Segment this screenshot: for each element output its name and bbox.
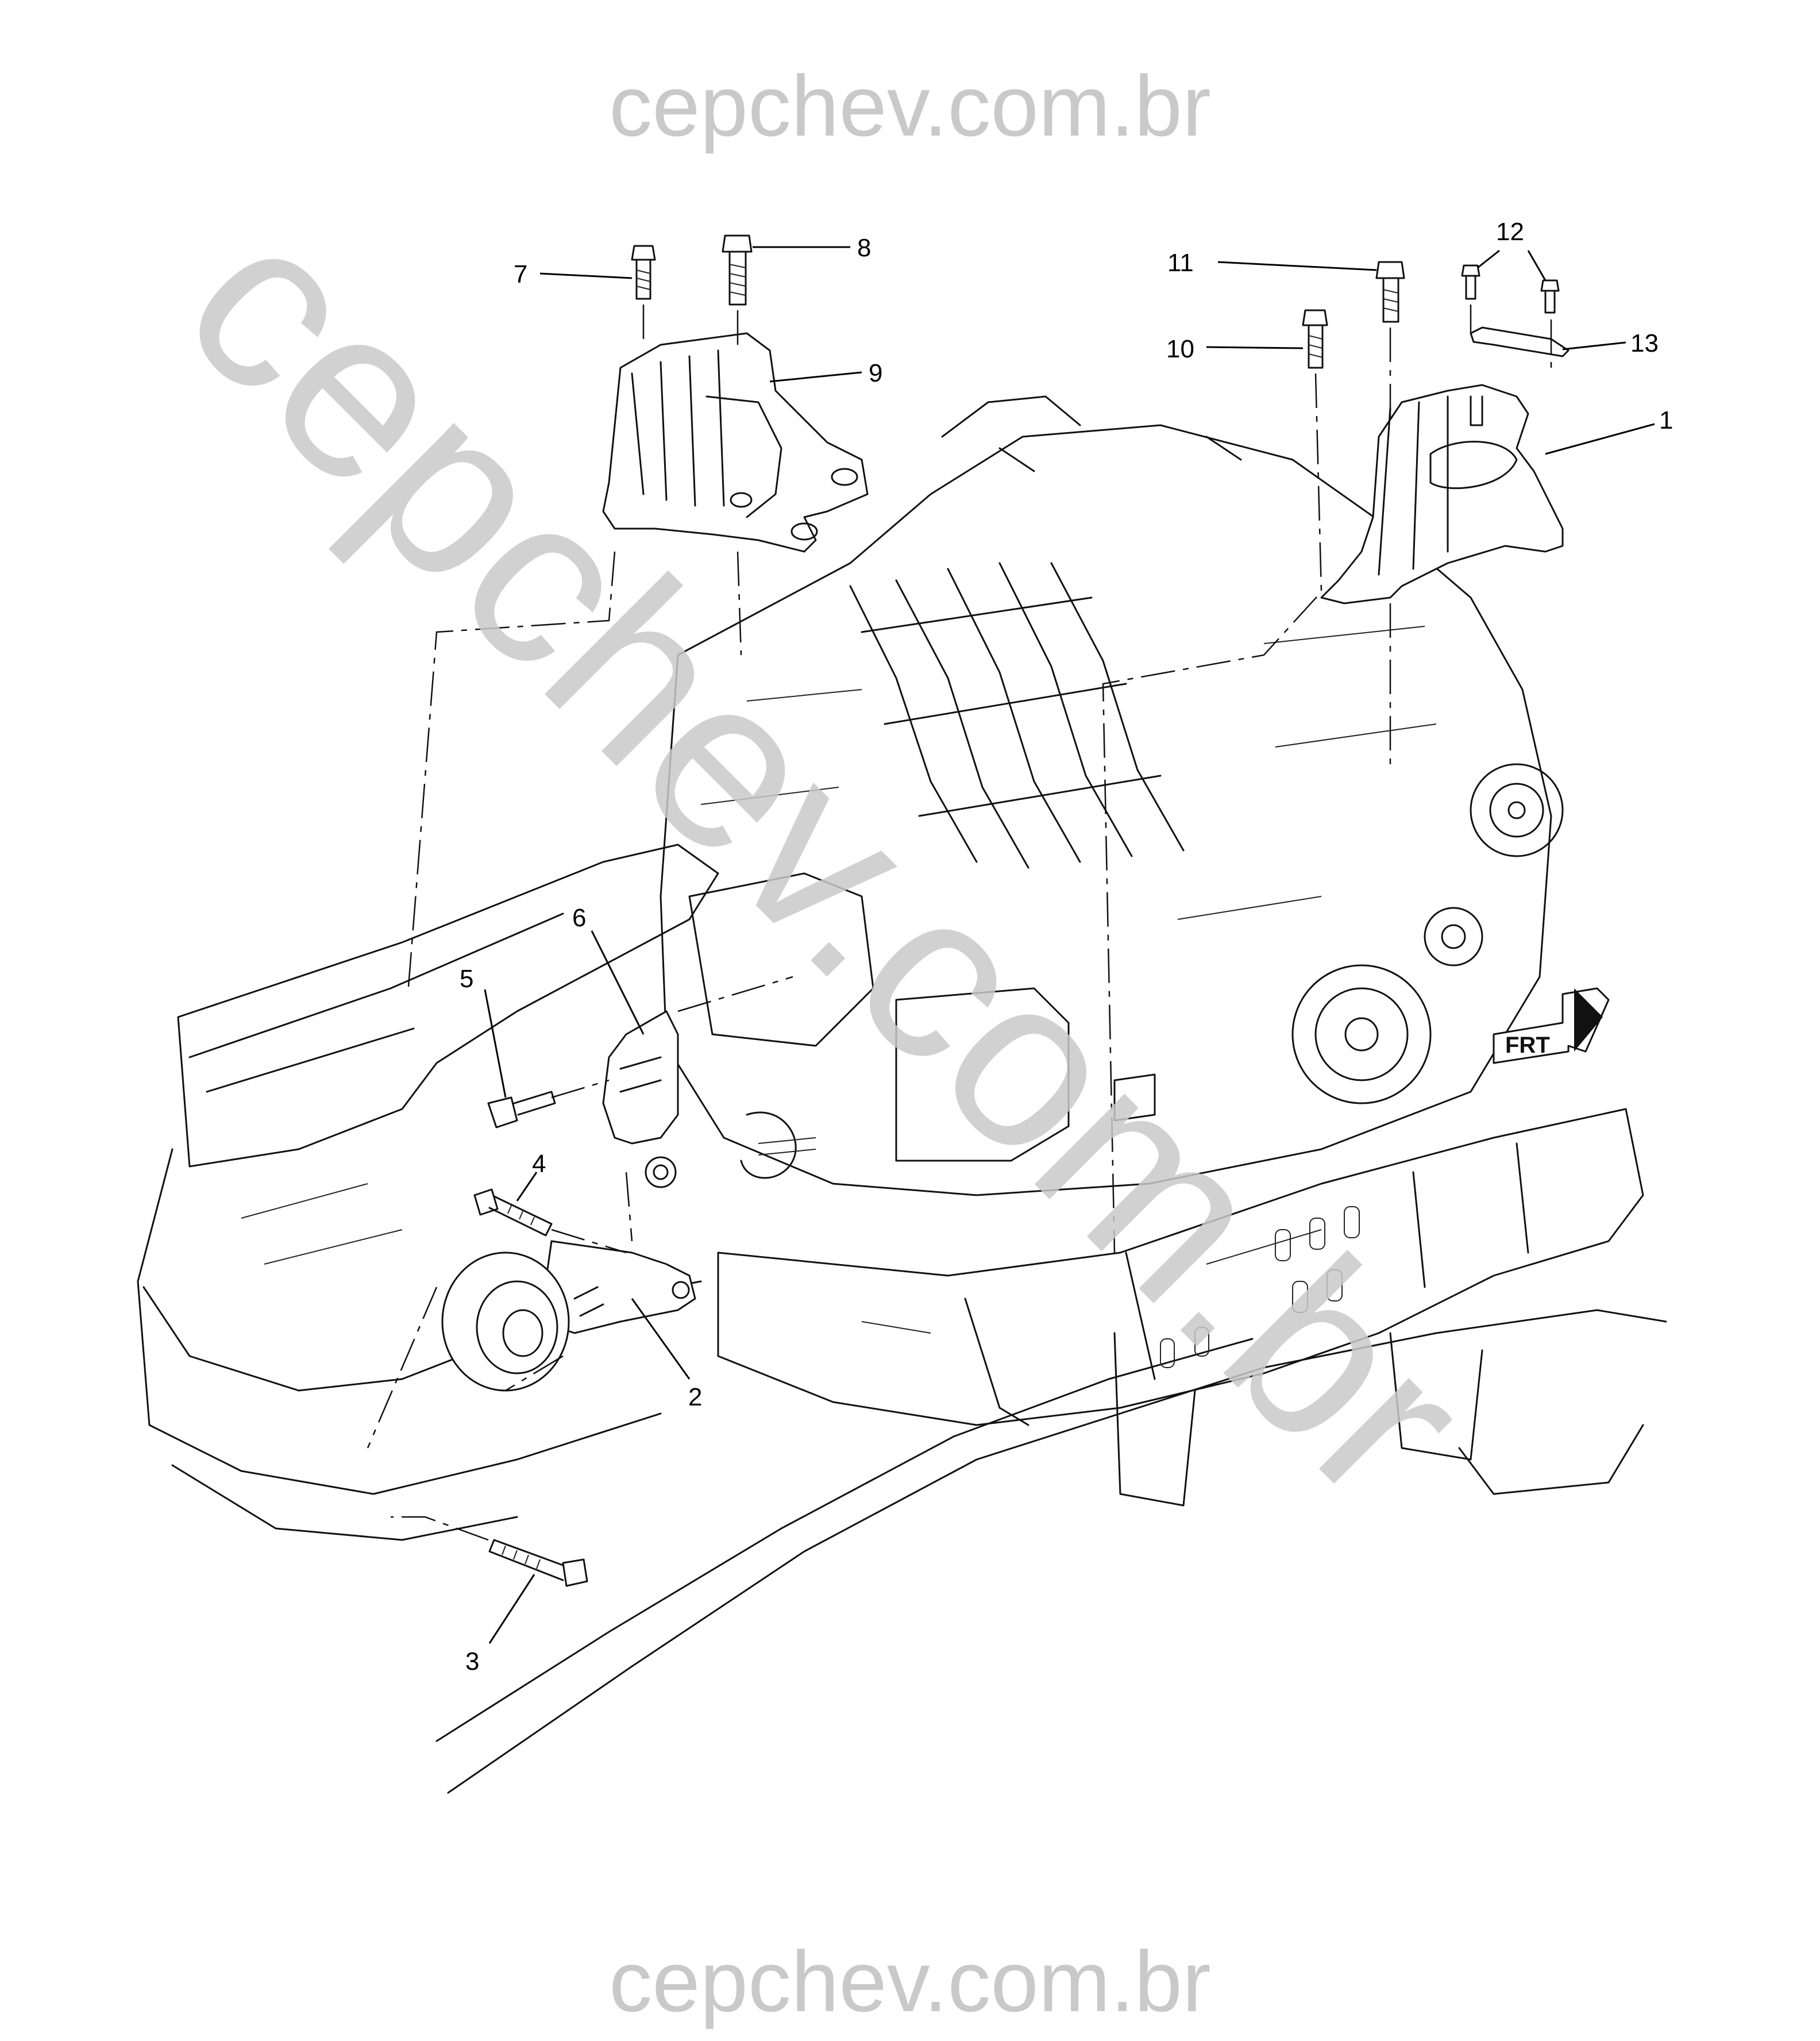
bolt-10 [1302,309,1328,369]
engine-mount-bracket [1320,384,1564,604]
bolt-7 [631,245,656,300]
callout-2: 2 [688,1383,702,1411]
callout-8: 8 [857,234,871,262]
transmission-mount-bracket [602,332,869,553]
arrow-right-icon [1574,988,1603,1052]
callout-1: 1 [1659,406,1673,434]
mount-bracket-plate [1470,326,1570,357]
callout-10: 10 [1166,335,1194,363]
callout-7: 7 [514,260,527,288]
bolt-11 [1375,261,1405,323]
bolt-4 [473,1188,553,1237]
callout-6: 6 [572,904,586,932]
callout-5: 5 [460,965,473,993]
watermark: cepchev.com.br cepchev.com.br cepchev.co… [135,57,1518,2030]
callout-3: 3 [465,1647,479,1676]
installation-lines [367,305,1552,1541]
callout-4: 4 [532,1150,546,1178]
callout-9: 9 [869,359,882,387]
bolt-8 [722,234,753,306]
callout-13: 13 [1630,329,1659,357]
transmission-mount [602,1010,679,1188]
bolt-12a [1461,264,1480,300]
vehicle-frame [137,844,1667,1794]
bolt-12b [1540,279,1560,314]
bolts [473,234,1560,1587]
bolt-5 [487,1091,556,1129]
watermark-top: cepchev.com.br [609,57,1211,154]
rear-engine-mount [441,1240,696,1392]
front-direction-marker: FRT [1493,987,1610,1064]
frt-label: FRT [1505,1033,1550,1058]
bolt-3 [488,1539,588,1587]
callout-leaders [484,246,1655,1644]
callout-11: 11 [1167,249,1194,277]
watermark-bottom: cepchev.com.br [609,1933,1211,2030]
engine-assembly [660,395,1564,1196]
callout-12: 12 [1496,218,1524,246]
callout-labels: 7 8 9 11 10 12 13 1 5 6 4 2 3 [460,218,1673,1676]
